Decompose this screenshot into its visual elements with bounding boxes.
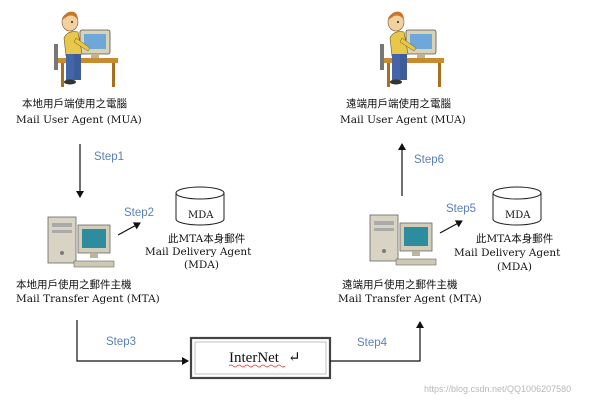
watermark-text: https://blog.csdn.net/QQ1006207580 — [424, 384, 571, 394]
local-server-label-cn: 本地用戶使用之郵件主機 — [16, 278, 132, 291]
local-server-label-en: Mail Transfer Agent (MTA) — [16, 293, 160, 305]
remote-mda-box-label: MDA — [505, 210, 531, 221]
step6-label: Step6 — [414, 154, 444, 166]
person-at-computer-icon — [53, 11, 119, 88]
remote-mda-store: MDA — [492, 186, 542, 226]
local-mda-store: MDA — [175, 186, 225, 226]
local-mda-box-label: MDA — [188, 210, 214, 221]
remote-mda-label-en: Mail Delivery Agent — [454, 247, 561, 259]
remote-client-label-cn: 遠端用戶端使用之電腦 — [346, 97, 451, 110]
step4-arrow — [330, 321, 424, 362]
desktop-computer-icon — [369, 214, 437, 266]
remote-user-computer — [379, 11, 445, 88]
remote-client-label-en: Mail User Agent (MUA) — [340, 114, 466, 126]
step5-label: Step5 — [446, 203, 476, 215]
desktop-computer-icon — [47, 216, 115, 268]
paragraph-mark-icon: ↵ — [288, 350, 301, 366]
internet-label: InterNet — [229, 350, 280, 366]
person-at-computer-icon — [379, 11, 445, 88]
local-user-computer — [53, 11, 119, 88]
remote-mail-server — [369, 214, 437, 266]
local-client-label-en: Mail User Agent (MUA) — [16, 114, 142, 126]
remote-mda-label-abbr: (MDA) — [497, 261, 532, 273]
remote-server-label-en: Mail Transfer Agent (MTA) — [338, 293, 482, 305]
local-mda-label-cn: 此MTA本身郵件 — [168, 232, 245, 245]
local-mail-server — [47, 216, 115, 268]
local-mda-label-en: Mail Delivery Agent — [145, 246, 252, 258]
step4-label: Step4 — [357, 337, 388, 349]
remote-mda-label-cn: 此MTA本身郵件 — [476, 232, 553, 245]
step1-label: Step1 — [94, 151, 124, 163]
spellcheck-underline — [228, 364, 286, 368]
step3-label: Step3 — [106, 336, 136, 348]
local-mda-label-abbr: (MDA) — [184, 259, 219, 271]
remote-server-label-cn: 遠端用戶使用之郵件主機 — [342, 278, 458, 291]
step2-label: Step2 — [124, 207, 154, 219]
local-client-label-cn: 本地用戶端使用之電腦 — [22, 97, 127, 110]
step3-arrow — [76, 320, 189, 365]
internet-box: InterNet ↵ — [189, 336, 332, 380]
step5-arrow — [439, 220, 463, 234]
step2-arrow — [117, 222, 141, 236]
